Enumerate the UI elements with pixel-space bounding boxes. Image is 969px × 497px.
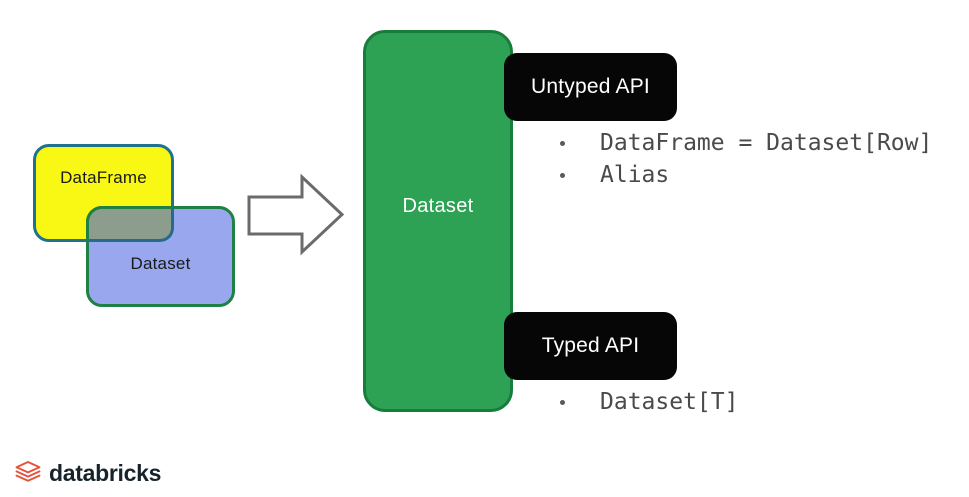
typed-api-label: Typed API	[541, 334, 640, 357]
dataset-main-box: Dataset	[363, 30, 513, 412]
databricks-layers-icon	[15, 461, 41, 482]
bullet-text: DataFrame = Dataset[Row]	[600, 130, 933, 156]
untyped-api-bullets: DataFrame = Dataset[Row] Alias	[560, 127, 932, 191]
venn-overlap-region	[86, 206, 174, 242]
bullet-item: DataFrame = Dataset[Row]	[560, 127, 932, 159]
dataset-main-label: Dataset	[402, 194, 474, 217]
untyped-api-label: Untyped API	[531, 75, 650, 98]
untyped-api-tag: Untyped API	[504, 53, 677, 121]
databricks-logo: databricks	[14, 458, 161, 488]
bullet-text: Dataset[T]	[600, 389, 739, 415]
typed-api-tag: Typed API	[504, 312, 677, 380]
venn-dataset-label: Dataset	[130, 253, 191, 273]
bullet-item: Dataset[T]	[560, 386, 738, 418]
venn-dataframe-label: DataFrame	[60, 168, 147, 187]
bullet-item: Alias	[560, 159, 932, 191]
right-block-arrow-icon	[247, 173, 345, 256]
typed-api-bullets: Dataset[T]	[560, 386, 738, 418]
bullet-text: Alias	[600, 162, 670, 188]
databricks-wordmark: databricks	[49, 459, 162, 486]
transform-arrow	[247, 173, 345, 256]
